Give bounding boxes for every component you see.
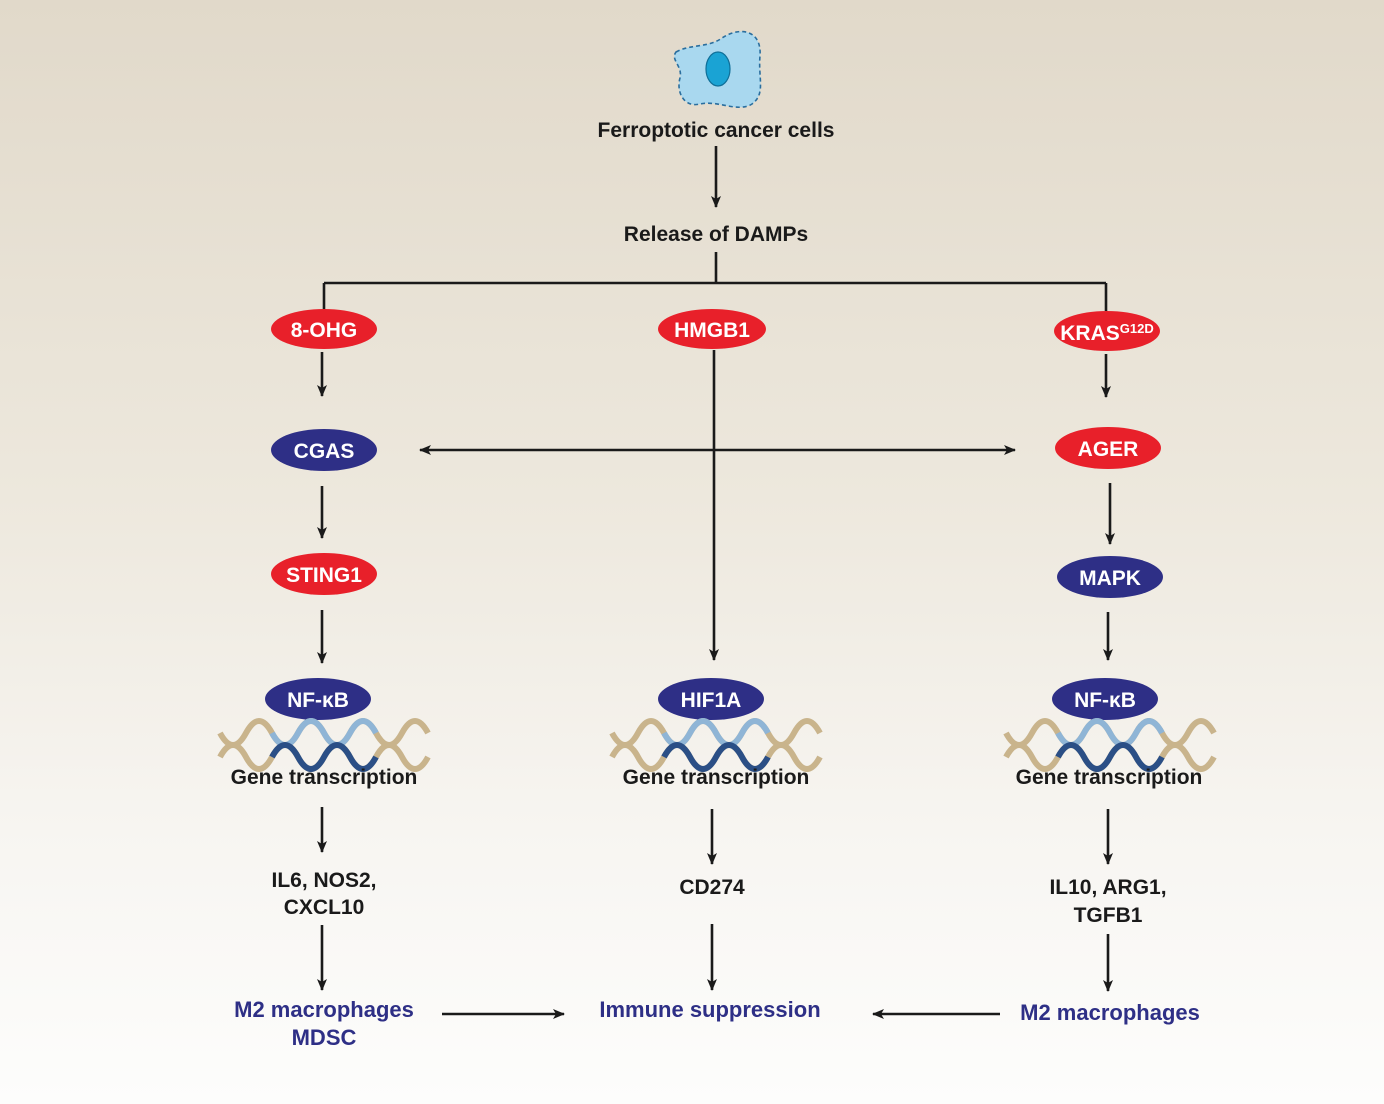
node-ager-label: AGER (1078, 438, 1139, 461)
node-nfkb-right: NF-κB (1052, 678, 1158, 720)
node-8-ohg: 8-OHG (271, 309, 377, 349)
cancer-cell-icon (673, 30, 762, 109)
node-sting1-label: STING1 (286, 564, 362, 587)
dna-helix-icon (220, 721, 428, 769)
genes-left-line2: CXCL10 (284, 896, 365, 919)
transcription-left-label: Gene transcription (231, 766, 418, 789)
dna-helix-icon (1006, 721, 1214, 769)
release-label: Release of DAMPs (624, 223, 808, 246)
genes-left-line1: IL6, NOS2, (271, 869, 376, 892)
node-hif1a-label: HIF1A (681, 689, 742, 712)
node-nfkb-left-label: NF-κB (287, 689, 349, 712)
genes-right-line2: TGFB1 (1074, 904, 1143, 927)
outcome-left-line1: M2 macrophages (234, 997, 414, 1022)
node-nfkb-left: NF-κB (265, 678, 371, 720)
transcription-right-label: Gene transcription (1016, 766, 1203, 789)
outcome-center-label: Immune suppression (599, 997, 820, 1022)
node-kras-superscript: G12D (1120, 321, 1154, 336)
node-cgas: CGAS (271, 429, 377, 471)
node-hmgb1: HMGB1 (658, 309, 766, 349)
svg-text:KRASG12D: KRASG12D (1060, 321, 1153, 345)
transcription-center-label: Gene transcription (623, 766, 810, 789)
node-8-ohg-label: 8-OHG (291, 319, 358, 342)
node-ager: AGER (1055, 427, 1161, 469)
outcome-left-line2: MDSC (292, 1025, 357, 1050)
node-kras-label: KRAS (1060, 322, 1120, 345)
node-hif1a: HIF1A (658, 678, 764, 720)
node-kras: KRASG12D (1054, 311, 1160, 351)
outcome-right-label: M2 macrophages (1020, 1000, 1200, 1025)
node-cgas-label: CGAS (294, 440, 355, 463)
genes-right-line1: IL10, ARG1, (1049, 876, 1166, 899)
gene-cd274-label: CD274 (679, 876, 745, 899)
node-sting1: STING1 (271, 553, 377, 595)
dna-helix-icon (612, 721, 820, 769)
node-mapk-label: MAPK (1079, 567, 1141, 590)
source-label: Ferroptotic cancer cells (598, 119, 835, 142)
node-mapk: MAPK (1057, 556, 1163, 598)
node-hmgb1-label: HMGB1 (674, 319, 750, 342)
node-nfkb-right-label: NF-κB (1074, 689, 1136, 712)
